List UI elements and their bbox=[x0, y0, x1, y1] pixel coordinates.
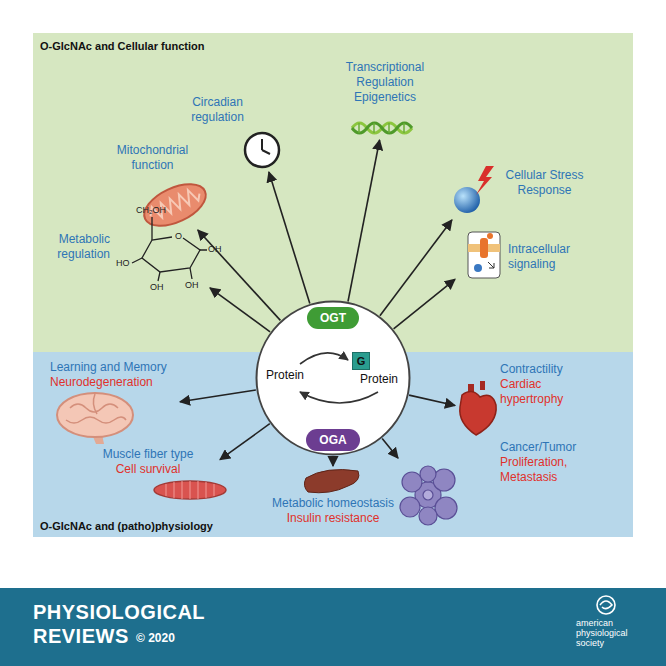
physiology-item: Cancer/TumorProliferation, Metastasis bbox=[398, 436, 605, 530]
connector-arrow bbox=[269, 172, 310, 304]
brain-icon bbox=[57, 393, 133, 444]
connector-arrow bbox=[210, 288, 270, 332]
protein-cycle-circle: Protein Protein OGT G OGA bbox=[255, 300, 411, 456]
protein-label: Protein bbox=[266, 368, 304, 383]
item-label: Learning and Memory bbox=[50, 360, 180, 375]
tumor-icon bbox=[400, 466, 457, 525]
chemical-label: HO bbox=[116, 258, 130, 269]
item-label: Mitochondrial function bbox=[110, 143, 195, 173]
muscle-icon bbox=[154, 481, 226, 499]
stress-icon bbox=[454, 166, 494, 213]
function-item: Transcriptional Regulation Epigenetics bbox=[330, 58, 440, 140]
item-label: Cellular Stress Response bbox=[497, 168, 592, 198]
item-label: Circadian regulation bbox=[175, 95, 260, 125]
item-label: Insulin resistance bbox=[255, 511, 411, 526]
chemical-label: CH₂OH bbox=[136, 205, 166, 216]
enzyme-oval: OGA bbox=[306, 429, 360, 451]
connector-arrow bbox=[180, 390, 256, 402]
society-name: society bbox=[576, 638, 604, 649]
dna-icon bbox=[352, 123, 412, 133]
enzyme-label: OGT bbox=[320, 311, 346, 325]
footer-bar bbox=[0, 588, 666, 666]
item-label: Intracellular signaling bbox=[508, 242, 593, 272]
signaling-icon bbox=[468, 232, 500, 278]
chemical-label: OH bbox=[185, 280, 199, 291]
physiology-item: ContractilityCardiac hypertrophy bbox=[455, 358, 605, 440]
physiology-item: Learning and MemoryNeurodegeneration bbox=[45, 356, 180, 441]
society-name: physiological bbox=[576, 628, 628, 639]
item-label: Transcriptional Regulation Epigenetics bbox=[335, 60, 435, 105]
protein-label: Protein bbox=[360, 372, 398, 387]
connector-arrow bbox=[198, 230, 281, 320]
connector-arrow bbox=[409, 395, 455, 405]
function-item: Circadian regulation bbox=[172, 92, 287, 172]
journal-name: REVIEWS bbox=[33, 624, 129, 648]
heart-icon bbox=[460, 381, 496, 435]
function-item: Intracellular signaling bbox=[455, 225, 595, 290]
journal-name: © 2020 bbox=[136, 631, 175, 645]
item-label: Metabolic regulation bbox=[46, 232, 110, 262]
item-label: Cancer/Tumor bbox=[500, 440, 600, 455]
item-label: Neurodegeneration bbox=[50, 375, 180, 390]
function-item: Cellular Stress Response bbox=[445, 160, 595, 220]
enzyme-oval: OGT bbox=[307, 307, 359, 329]
connector-arrow bbox=[332, 456, 334, 466]
society-logo bbox=[597, 596, 615, 614]
chemical-label: OH bbox=[208, 244, 222, 255]
chemical-label: OH bbox=[150, 282, 164, 293]
chemical-label: O bbox=[175, 231, 182, 242]
connector-arrow bbox=[380, 220, 452, 316]
physiology-item: Muscle fiber typeCell survival bbox=[70, 445, 220, 505]
function-item: Mitochondrial function bbox=[108, 140, 218, 230]
physiology-item: Metabolic homeostasisInsulin resistance bbox=[255, 466, 411, 526]
glcnac-label: G bbox=[357, 355, 366, 367]
connector-arrow bbox=[394, 279, 455, 329]
item-label: Cardiac hypertrophy bbox=[500, 377, 604, 407]
society-name: american bbox=[576, 618, 613, 629]
glcnac-square: G bbox=[352, 352, 370, 370]
item-label: Contractility bbox=[500, 362, 600, 377]
connector-arrow bbox=[348, 140, 380, 302]
clock-icon bbox=[245, 133, 279, 167]
item-label: Muscle fiber type bbox=[78, 447, 218, 462]
connector-arrow bbox=[382, 439, 398, 459]
liver-icon bbox=[304, 470, 358, 493]
enzyme-label: OGA bbox=[319, 433, 346, 447]
glucose-structure bbox=[132, 217, 207, 281]
panel-heading: O-GlcNAc and Cellular function bbox=[40, 39, 370, 54]
item-label: Metabolic homeostasis bbox=[255, 496, 411, 511]
item-label: Cell survival bbox=[78, 462, 218, 477]
connector-arrow bbox=[220, 424, 270, 460]
item-label: Proliferation, Metastasis bbox=[500, 455, 600, 485]
journal-name: PHYSIOLOGICAL bbox=[33, 600, 205, 624]
